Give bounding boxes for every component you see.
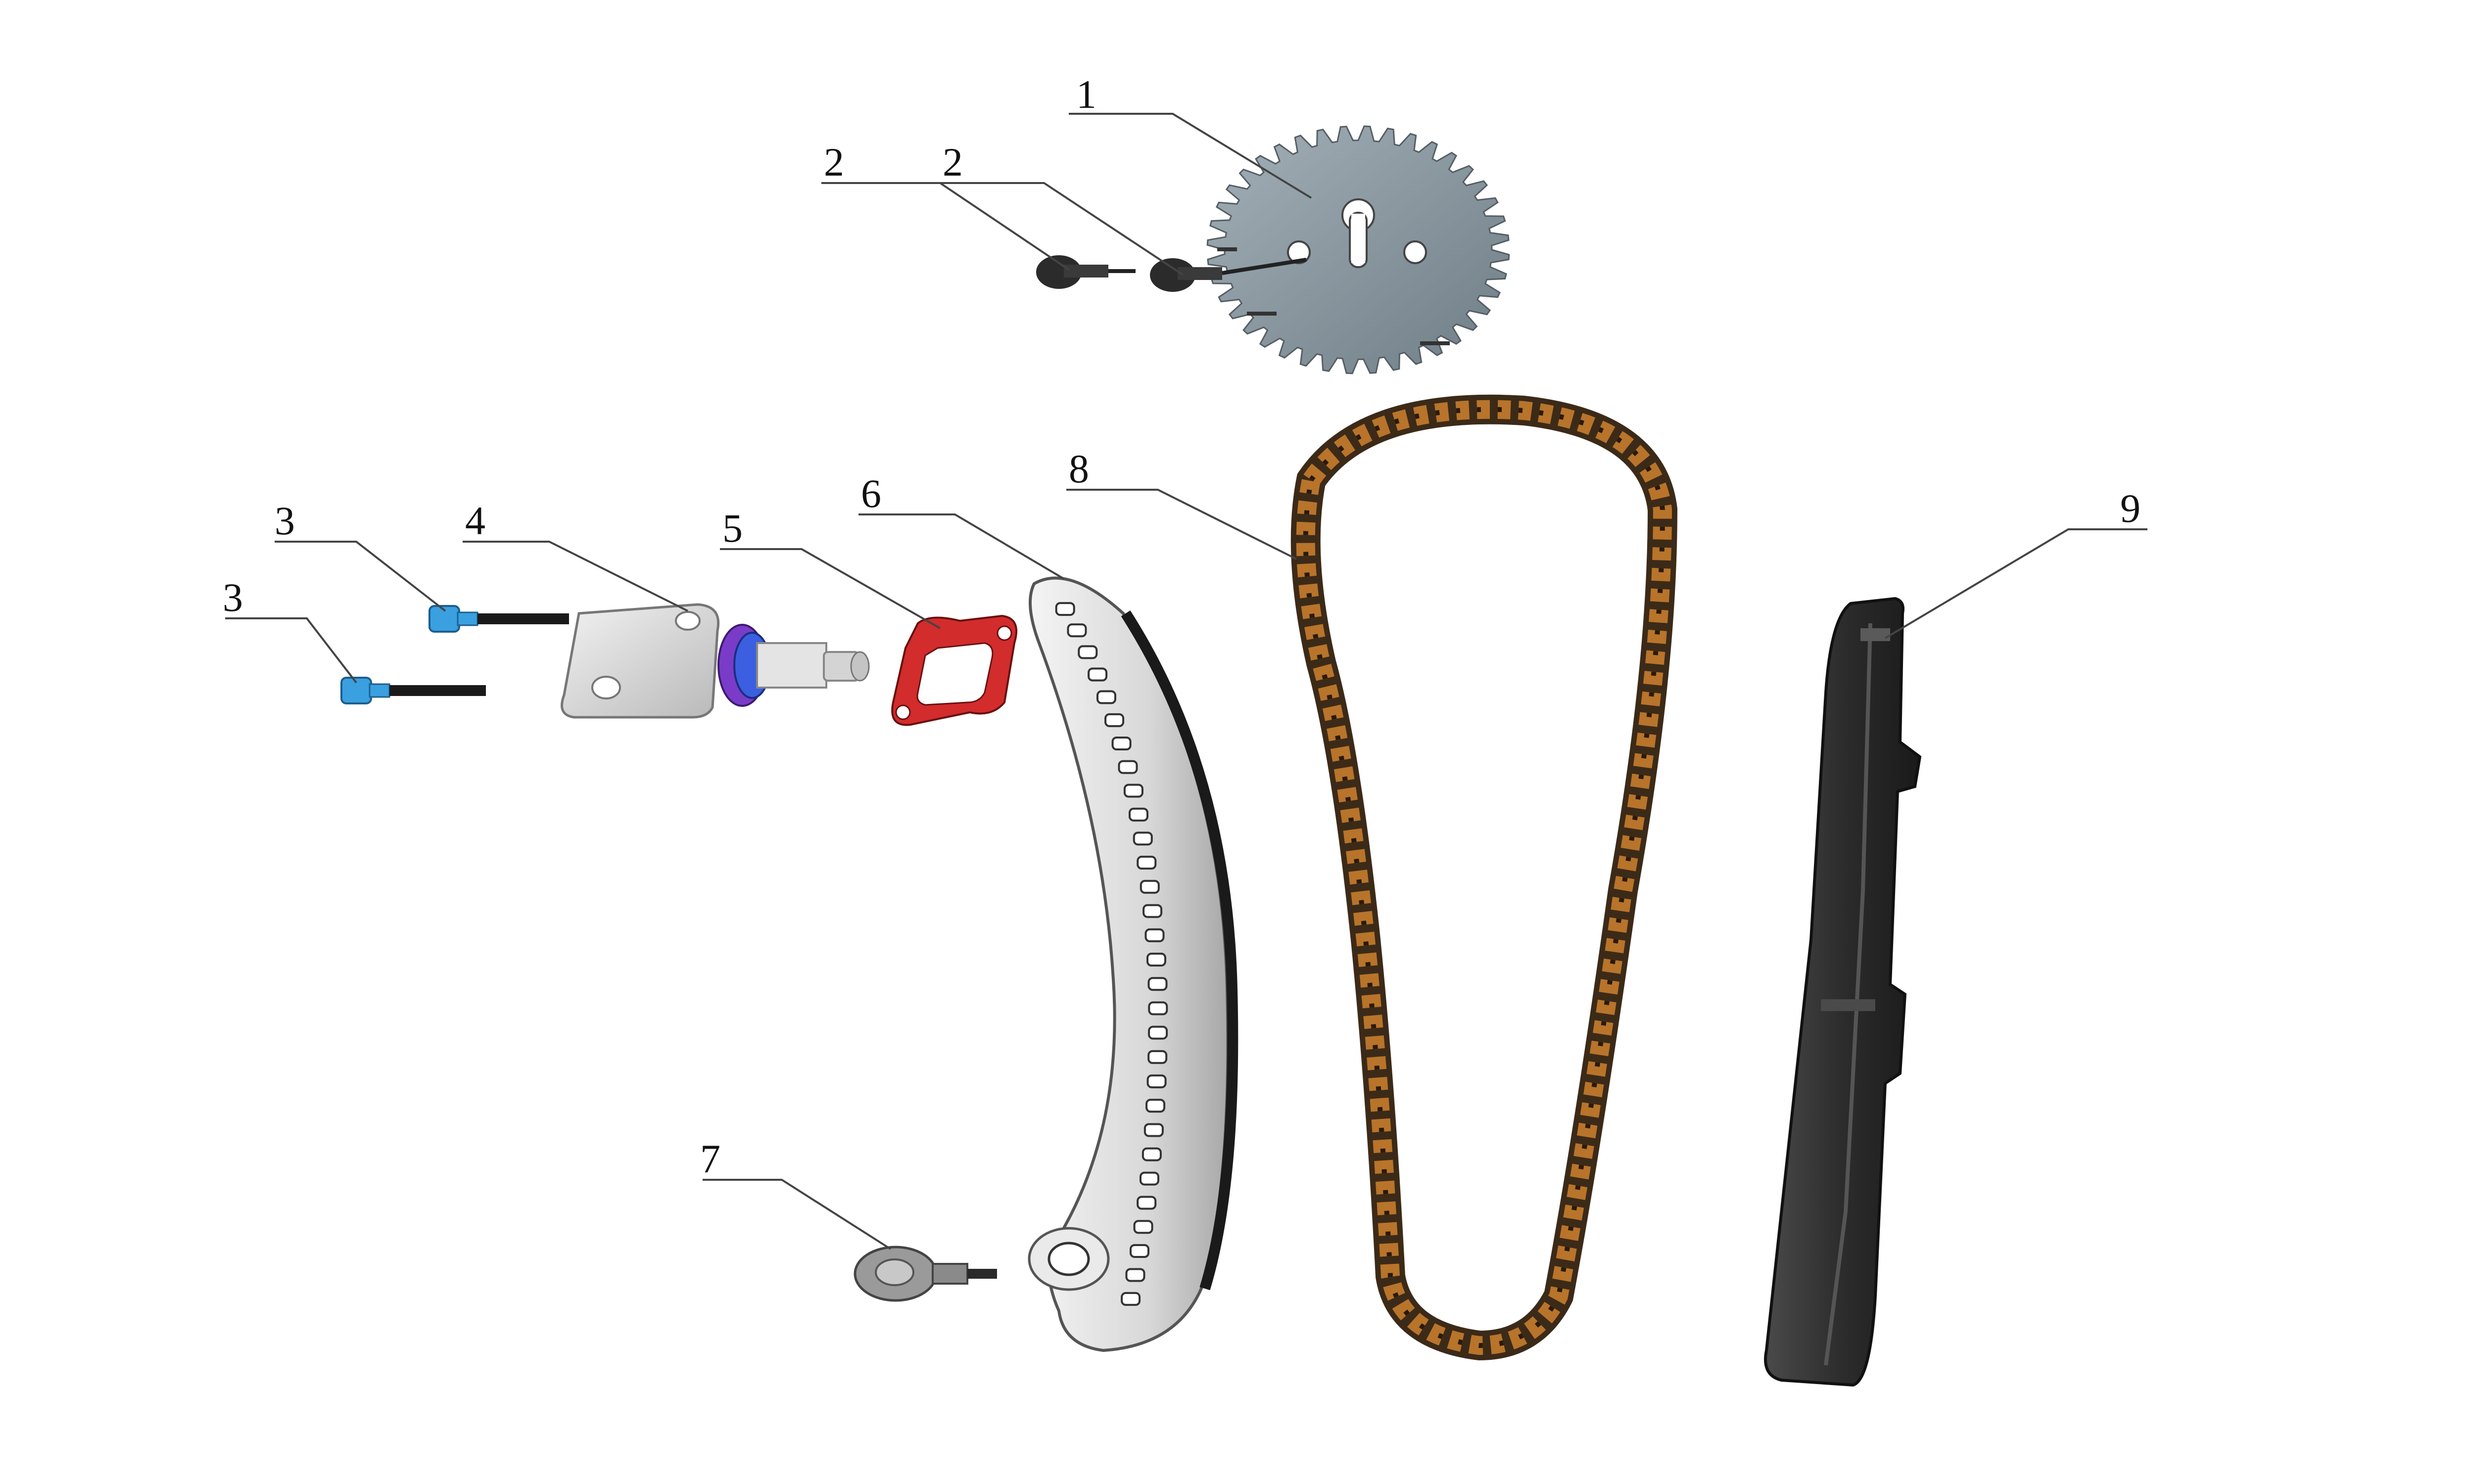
- callout-9: 9: [2120, 486, 2141, 531]
- guide-pivot-bolt: [854, 1246, 997, 1302]
- sprocket-bolt-hole-right: [1403, 240, 1427, 264]
- leader-3-upper: [275, 541, 446, 612]
- guide-slot: [1096, 690, 1116, 704]
- tensioner-guide-rail: [1028, 576, 1238, 1352]
- guide-slot: [1133, 1220, 1153, 1234]
- guide-slot: [1055, 602, 1075, 616]
- chain-tensioner: [561, 603, 870, 719]
- leader-1: [1069, 113, 1312, 199]
- leader-2-right: [940, 182, 1184, 276]
- tensioner-gasket: [891, 614, 1018, 726]
- callout-6: 6: [861, 471, 881, 516]
- guide-slot: [1140, 1171, 1159, 1186]
- guide-slot: [1123, 784, 1143, 798]
- callout-3-upper: 3: [275, 498, 295, 543]
- chain-slider-guide: [1764, 597, 1922, 1387]
- guide-rail-slots: [1055, 602, 1168, 1306]
- guide-slot: [1143, 1123, 1164, 1137]
- callout-4: 4: [465, 498, 485, 543]
- guide-slot: [1137, 1196, 1157, 1210]
- tensioner-bolt-upper: [428, 605, 569, 633]
- sprocket-bolt-hole-left: [1287, 240, 1311, 264]
- guide-slot: [1146, 1074, 1167, 1089]
- callout-leaders: [225, 113, 2147, 1250]
- callout-7: 7: [700, 1136, 720, 1181]
- guide-slot: [1104, 713, 1125, 727]
- guide-slot: [1148, 1025, 1168, 1040]
- callout-numbers: 1 2 2 3 3 4 5 6 7 8 9: [223, 72, 2141, 1181]
- guide-slot: [1140, 880, 1160, 894]
- guide-slot: [1147, 977, 1168, 991]
- callout-3-lower: 3: [223, 575, 243, 620]
- callout-5: 5: [722, 506, 743, 551]
- sprocket-bolt-right: [1150, 258, 1307, 292]
- guide-slot: [1133, 832, 1153, 846]
- callout-2-right: 2: [943, 139, 963, 185]
- guide-slot: [1125, 1268, 1145, 1282]
- guide-slot: [1111, 737, 1132, 750]
- sprocket-keyhole: [1341, 198, 1375, 268]
- tensioner-bolt-lower: [340, 677, 486, 704]
- timing-chain: [1290, 394, 1678, 1361]
- guide-slot: [1137, 855, 1157, 870]
- guide-slot: [1088, 667, 1108, 682]
- guide-slot: [1148, 1001, 1168, 1016]
- leader-7: [703, 1179, 892, 1250]
- leader-5: [720, 548, 941, 629]
- guide-slot: [1142, 904, 1163, 918]
- leader-4: [463, 541, 688, 612]
- guide-slot: [1118, 760, 1138, 774]
- guide-slot: [1067, 623, 1087, 638]
- leader-2-left: [821, 182, 1070, 271]
- leader-3-lower: [225, 617, 357, 684]
- guide-pivot-eye: [1028, 1227, 1110, 1291]
- guide-slot: [1147, 1050, 1168, 1064]
- guide-slot: [1142, 1147, 1162, 1161]
- camshaft-sprocket: [1206, 125, 1510, 374]
- callout-8: 8: [1069, 446, 1089, 491]
- sprocket-bolt-left: [1036, 255, 1136, 289]
- guide-slot: [1146, 952, 1166, 967]
- leader-9: [1884, 528, 2147, 639]
- guide-slot: [1129, 807, 1148, 822]
- guide-slot: [1121, 1292, 1141, 1306]
- leader-8: [1066, 489, 1297, 560]
- leader-6: [858, 513, 1065, 580]
- guide-slot: [1078, 645, 1098, 659]
- callout-2-left: 2: [824, 139, 844, 185]
- guide-slot: [1130, 1244, 1149, 1258]
- guide-slot: [1145, 1099, 1166, 1113]
- callout-1: 1: [1076, 72, 1096, 117]
- guide-slot: [1144, 928, 1165, 942]
